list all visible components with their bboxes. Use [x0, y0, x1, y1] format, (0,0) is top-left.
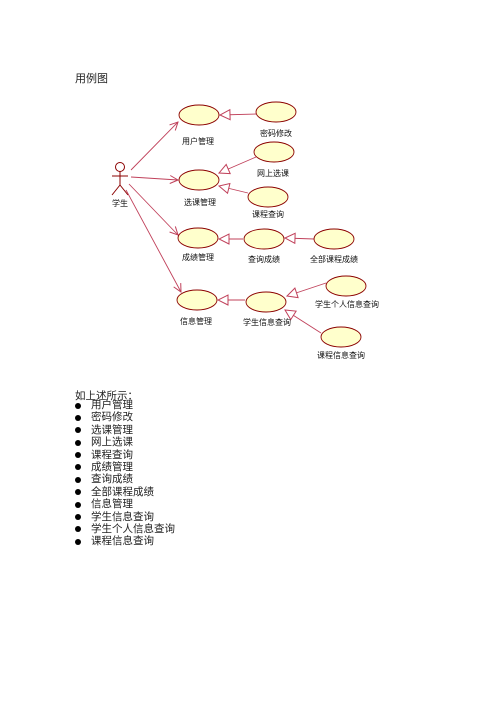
association-lines [125, 122, 181, 292]
use-case-info-mgmt [176, 289, 218, 311]
list-item-text: 全部课程成绩 [91, 485, 154, 498]
gen-course-info-query [285, 310, 322, 334]
assoc-user-mgmt [130, 122, 178, 171]
use-case-password-change [255, 101, 297, 123]
bullet-icon [75, 526, 81, 533]
bullet-icon [75, 514, 81, 521]
list-item-text: 查询成绩 [91, 473, 133, 486]
gen-personal-info-query [287, 282, 327, 296]
use-case-course-select-mgmt [178, 169, 220, 191]
use-case-grade-mgmt [177, 227, 219, 249]
list-item-text: 学生信息查询 [91, 510, 154, 523]
use-case-labels: 用户管理 密码修改 选课管理 网上选课 课程查询 成绩管理 查询成绩 全部课程成… [180, 128, 379, 360]
generalization-lines [218, 114, 327, 334]
bullet-icon [75, 501, 81, 508]
list-item-text: 用户管理 [91, 399, 133, 411]
list-item-text: 密码修改 [91, 411, 133, 424]
section-heading: 用例图 [75, 72, 108, 85]
use-case-course-info-query [320, 326, 362, 348]
list-item: 课程查询 [75, 449, 175, 461]
use-case-course-query [247, 186, 289, 208]
label-course-query: 课程查询 [252, 209, 284, 219]
list-item: 网上选课 [75, 436, 175, 448]
gen-all-course-grades [285, 238, 315, 239]
use-case-student-info-query [245, 291, 287, 313]
list-item-text: 课程信息查询 [91, 535, 154, 548]
gen-online-select [219, 156, 257, 173]
list-item: 密码修改 [75, 411, 175, 423]
use-case-personal-info-query [325, 275, 367, 297]
list-item-text: 信息管理 [91, 498, 133, 511]
label-all-course-grades: 全部课程成绩 [310, 254, 358, 264]
list-item: 用户管理 [75, 399, 175, 411]
assoc-info-mgmt [125, 189, 181, 292]
bullet-icon [75, 439, 81, 446]
bullet-icon [75, 538, 81, 545]
label-course-info-query: 课程信息查询 [317, 350, 365, 360]
list-item: 学生个人信息查询 [75, 523, 175, 535]
assoc-course-select-mgmt [130, 177, 178, 180]
label-student-info-query: 学生信息查询 [243, 317, 291, 327]
label-online-select: 网上选课 [257, 168, 289, 178]
use-case-user-mgmt [178, 104, 220, 126]
use-case-list: 用户管理 密码修改 选课管理 网上选课 课程查询 成绩管理 查询成绩 全部课程成… [75, 399, 175, 548]
list-item-text: 成绩管理 [91, 460, 133, 473]
bullet-icon [75, 489, 81, 496]
bullet-icon [75, 464, 81, 471]
list-item: 选课管理 [75, 424, 175, 436]
label-user-mgmt: 用户管理 [182, 136, 214, 146]
list-item-text: 课程查询 [91, 448, 133, 461]
label-course-select-mgmt: 选课管理 [184, 197, 216, 207]
gen-password-change [220, 114, 257, 115]
use-case-diagram: 学生 [111, 101, 379, 360]
label-info-mgmt: 信息管理 [180, 316, 212, 326]
list-item: 成绩管理 [75, 461, 175, 473]
label-grade-query: 查询成绩 [248, 254, 280, 264]
list-item-text: 学生个人信息查询 [91, 522, 175, 535]
list-item-text: 选课管理 [91, 423, 133, 436]
list-item: 课程信息查询 [75, 535, 175, 547]
use-case-all-course-grades [313, 228, 355, 250]
bullet-icon [75, 414, 81, 421]
bullet-icon [75, 427, 81, 434]
use-case-ellipses [176, 101, 367, 348]
summary-intro: 如上述所示： [75, 390, 138, 402]
list-item: 学生信息查询 [75, 511, 175, 523]
list-item-text: 网上选课 [91, 436, 133, 449]
label-password-change: 密码修改 [260, 128, 292, 138]
actor-student: 学生 [111, 162, 129, 208]
list-item: 查询成绩 [75, 473, 175, 485]
list-item: 全部课程成绩 [75, 486, 175, 498]
use-case-online-select [253, 141, 295, 163]
assoc-grade-mgmt [128, 183, 178, 235]
actor-label: 学生 [112, 198, 128, 208]
bullet-icon [75, 452, 81, 459]
gen-course-query [219, 186, 249, 193]
label-personal-info-query: 学生个人信息查询 [315, 299, 379, 309]
label-grade-mgmt: 成绩管理 [182, 252, 214, 262]
list-item: 信息管理 [75, 498, 175, 510]
bullet-icon [75, 402, 81, 409]
bullet-icon [75, 476, 81, 483]
use-case-grade-query [243, 228, 285, 250]
